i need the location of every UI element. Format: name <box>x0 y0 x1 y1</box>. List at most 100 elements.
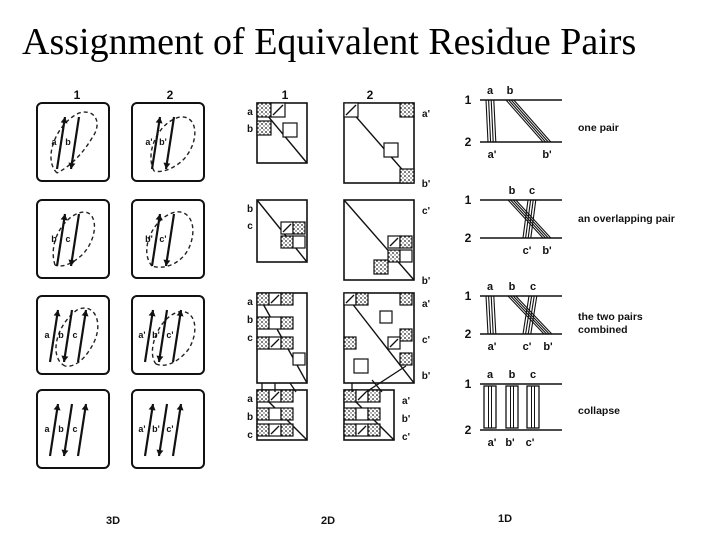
strand-label: a <box>44 424 50 434</box>
row-label-2d-left: a <box>247 107 253 118</box>
residue-label-bottom: c' <box>523 245 532 257</box>
residue-label-bottom: a' <box>488 437 497 449</box>
block-diagonal <box>272 104 284 116</box>
residue-link <box>525 295 533 335</box>
row-label-2d-right: b' <box>422 371 431 382</box>
strand-label: a' <box>138 330 145 340</box>
residue-label-bottom: a' <box>488 341 497 353</box>
contact-block <box>367 407 381 421</box>
row-label-2d-left: b <box>247 204 253 215</box>
collapsed-pair <box>505 385 519 429</box>
residue-link <box>530 295 538 335</box>
contact-block <box>292 221 306 235</box>
block-diagonal <box>345 104 357 116</box>
contact-block <box>373 259 389 275</box>
contact-block <box>256 389 270 403</box>
residue-label-bottom: c' <box>526 437 535 449</box>
contact-block <box>280 292 294 306</box>
seq-label-top: 1 <box>465 289 472 303</box>
residue-link <box>488 99 492 143</box>
block-diagonal <box>270 294 280 304</box>
contact-block <box>353 358 369 374</box>
residue-link <box>530 199 537 239</box>
residue-label-top: c <box>529 185 535 197</box>
strand-label: b' <box>145 234 153 244</box>
col-header-3d-2: 2 <box>167 88 174 102</box>
contact-block <box>256 316 270 330</box>
contact-block <box>256 423 270 437</box>
contact-block <box>355 407 369 421</box>
contact-block <box>367 389 381 403</box>
block-diagonal <box>357 425 367 435</box>
row-label-2d-left: a <box>247 297 253 308</box>
contact-block <box>292 352 306 366</box>
residue-link <box>490 99 494 143</box>
residue-label-top: c <box>530 281 536 293</box>
residue-link <box>493 99 497 143</box>
residue-link <box>490 295 494 335</box>
contact-block <box>268 316 282 330</box>
strand-arrow <box>156 309 169 363</box>
strand-label: a' <box>145 137 152 147</box>
matrix-2d-r4-right <box>343 389 395 441</box>
loop-path <box>52 211 96 267</box>
collapsed-pair <box>483 385 497 429</box>
strand-label: b <box>58 330 64 340</box>
residue-label-bottom: b' <box>543 341 553 353</box>
row-caption: combined <box>578 324 628 336</box>
row-caption: an overlapping pair <box>578 213 675 225</box>
strand-arrow <box>150 116 163 170</box>
residue-link <box>522 295 530 335</box>
residue-label-bottom: b' <box>542 149 552 161</box>
contact-block <box>280 423 294 437</box>
row-caption: collapse <box>578 405 620 417</box>
row-label-2d-left: b <box>247 124 253 135</box>
panel-label-1d: 1D <box>498 513 512 525</box>
contact-block <box>399 235 413 249</box>
matrix-2d-r2-left <box>256 199 308 263</box>
strand-arrow <box>61 403 74 457</box>
contact-block <box>355 292 369 306</box>
contact-block <box>256 102 272 118</box>
contact-block <box>280 336 294 350</box>
collapsed-pair <box>526 385 540 429</box>
loop-path <box>50 111 98 174</box>
contact-block <box>256 292 270 306</box>
matrix-2d-r2-right <box>343 199 415 281</box>
row-label-2d-left: c <box>247 430 253 441</box>
strand-label: b' <box>159 137 167 147</box>
strand-arrow <box>55 116 68 170</box>
strand-arrow <box>76 309 89 363</box>
matrix-2d-r3-left <box>256 292 308 384</box>
strand-arrow <box>150 213 163 267</box>
strand-label: b' <box>152 424 160 434</box>
strand-arrow <box>76 403 89 457</box>
row-label-2d-right: a' <box>422 109 430 120</box>
col-header-2d-2: 2 <box>367 88 374 102</box>
block-diagonal <box>357 391 367 401</box>
row-caption: the two pairs <box>578 311 643 323</box>
contact-block <box>280 235 294 249</box>
residue-label-top: a <box>487 369 494 381</box>
contact-block <box>399 328 413 342</box>
block-diagonal <box>270 338 280 348</box>
structure-frame <box>131 199 205 279</box>
contact-block <box>256 407 270 421</box>
contact-block <box>343 423 357 437</box>
contact-block <box>268 407 282 421</box>
strand-arrow <box>68 116 81 170</box>
seq-label-top: 1 <box>465 193 472 207</box>
residue-link <box>488 295 492 335</box>
strand-arrow <box>48 309 61 363</box>
col-header-3d-1: 1 <box>74 88 81 102</box>
residue-label-top: b <box>509 369 516 381</box>
row-caption: one pair <box>578 122 619 134</box>
seq-label-top: 1 <box>465 93 472 107</box>
row-label-2d-right: b' <box>402 414 411 425</box>
strand-label: c <box>65 234 70 244</box>
